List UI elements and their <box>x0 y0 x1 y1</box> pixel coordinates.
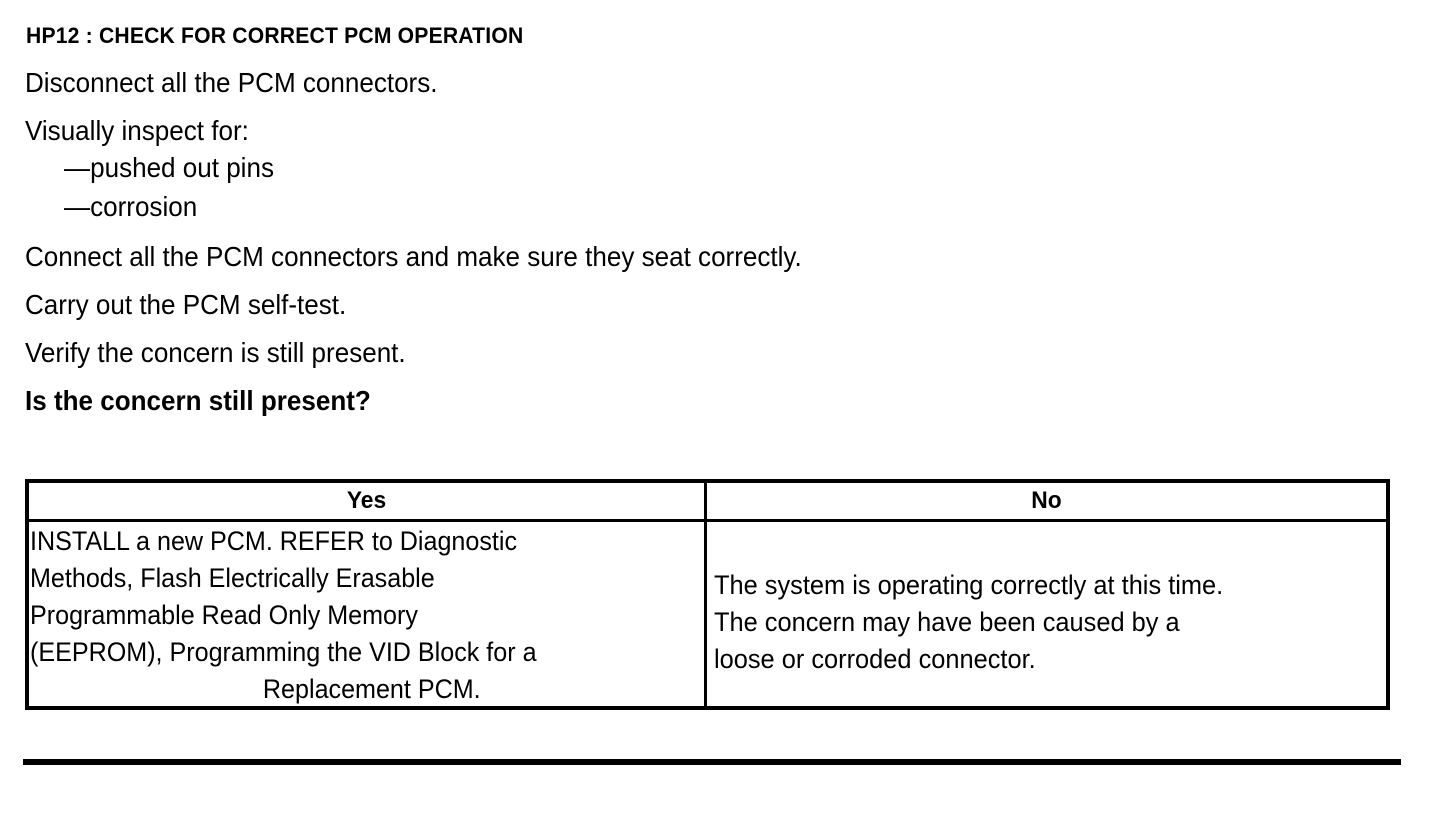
no-action-text: The system is operating correctly at thi… <box>714 567 1381 678</box>
cell-text-line-centered: Replacement PCM. <box>262 674 481 704</box>
yes-action-text: INSTALL a new PCM. REFER to Diagnostic M… <box>30 523 672 708</box>
column-header-yes: Yes <box>346 487 387 514</box>
instruction-block: Disconnect all the PCM connectors. Visua… <box>25 66 1405 418</box>
table-cell-no-action: The system is operating correctly at thi… <box>707 522 1386 706</box>
cell-text-line: The system is operating correctly at thi… <box>714 570 1224 600</box>
cell-text-line: loose or corroded connector. <box>714 644 1036 674</box>
instruction-line: Carry out the PCM self-test. <box>25 289 347 320</box>
list-item: —pushed out pins <box>64 152 274 183</box>
cell-text-line: The concern may have been caused by a <box>714 607 1180 637</box>
table-header-cell-yes: Yes <box>29 483 707 519</box>
page-footer-rule <box>23 759 1401 765</box>
decision-table: Yes No INSTALL a new PCM. REFER to Diagn… <box>25 479 1390 710</box>
cell-text-line: Programmable Read Only Memory <box>30 600 418 630</box>
instruction-line: Verify the concern is still present. <box>25 337 406 368</box>
instruction-line: Disconnect all the PCM connectors. <box>25 67 438 98</box>
instruction-line: Visually inspect for: <box>25 115 249 146</box>
table-row: INSTALL a new PCM. REFER to Diagnostic M… <box>29 522 1386 706</box>
list-item: —corrosion <box>64 191 198 222</box>
inspection-bullet-list: —pushed out pins —corrosion <box>25 148 1405 226</box>
table-header-cell-no: No <box>707 483 1386 519</box>
cell-text-line: INSTALL a new PCM. REFER to Diagnostic <box>30 526 518 556</box>
column-header-no: No <box>1031 487 1062 514</box>
decision-question: Is the concern still present? <box>25 385 371 416</box>
cell-text-line: (EEPROM), Programming the VID Block for … <box>30 637 537 667</box>
cell-text-line: Methods, Flash Electrically Erasable <box>30 563 435 593</box>
page-title: HP12 : CHECK FOR CORRECT PCM OPERATION <box>26 23 524 48</box>
table-cell-yes-action: INSTALL a new PCM. REFER to Diagnostic M… <box>29 522 707 706</box>
table-header-row: Yes No <box>29 483 1386 522</box>
instruction-line: Connect all the PCM connectors and make … <box>25 241 802 272</box>
